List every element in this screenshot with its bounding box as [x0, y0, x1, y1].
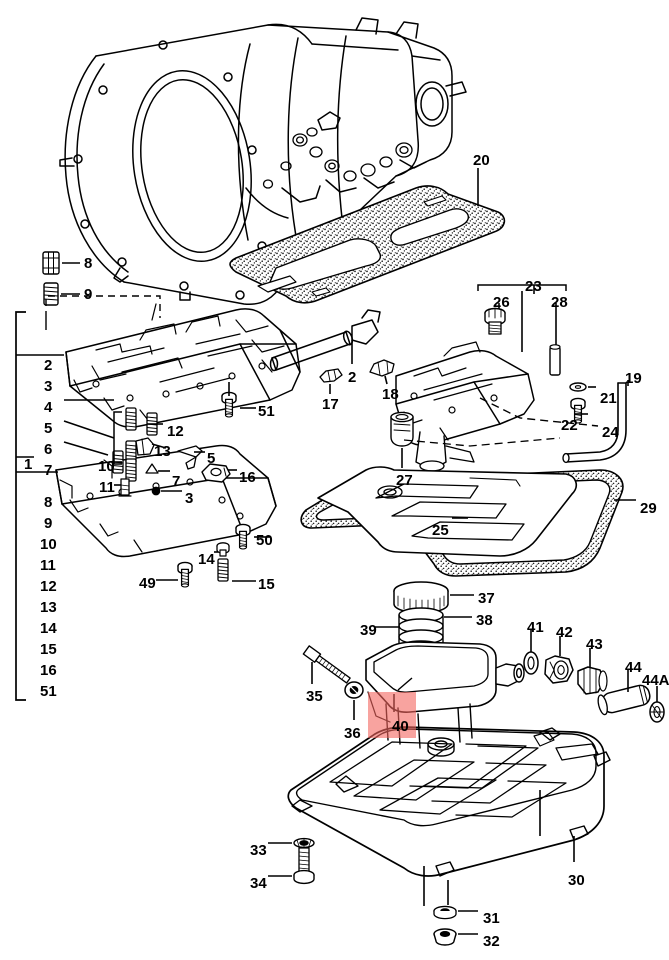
transmission-housing [59, 17, 467, 306]
callout-41: 41 [527, 619, 544, 636]
parts-41-44a [523, 651, 665, 723]
callout-9: 9 [84, 286, 93, 303]
callout-10: 10 [40, 536, 57, 553]
callout-10: 10 [98, 458, 115, 475]
callout-16: 16 [239, 469, 256, 486]
callout-23: 23 [525, 278, 542, 295]
oil-strainer [317, 466, 578, 557]
small-parts-cluster [112, 407, 231, 497]
callout-44a: 44A [642, 672, 669, 689]
callout-17: 17 [322, 396, 339, 413]
callout-27: 27 [396, 472, 413, 489]
callout-13: 13 [40, 599, 57, 616]
callout-9: 9 [44, 515, 53, 532]
callout-8: 8 [84, 255, 93, 272]
callout-5: 5 [207, 450, 216, 467]
washer-36 [344, 681, 364, 699]
part-26 [484, 307, 506, 335]
callout-4: 4 [44, 399, 53, 416]
callout-40: 40 [392, 718, 409, 735]
callout-39: 39 [360, 622, 377, 639]
callout-35: 35 [306, 688, 323, 705]
callout-2: 2 [348, 369, 357, 386]
callout-51: 51 [40, 683, 57, 700]
callout-5: 5 [44, 420, 53, 437]
callout-43: 43 [586, 636, 603, 653]
callout-19: 19 [625, 370, 642, 387]
callout-11: 11 [40, 557, 56, 574]
callout-34: 34 [250, 875, 267, 892]
parts-33-34 [293, 837, 315, 885]
support-plate-24 [395, 341, 535, 472]
callout-50: 50 [256, 532, 273, 549]
callout-12: 12 [167, 423, 184, 440]
callout-28: 28 [551, 294, 568, 311]
oil-pan-30 [287, 726, 611, 877]
callout-51: 51 [258, 403, 275, 420]
parts-8-9 [42, 251, 60, 306]
callout-30: 30 [568, 872, 585, 889]
callout-22: 22 [561, 417, 578, 434]
callout-15: 15 [40, 641, 57, 658]
callout-13: 13 [154, 443, 171, 460]
callout-6: 6 [44, 441, 53, 458]
callout-3: 3 [185, 490, 194, 507]
callout-14: 14 [40, 620, 57, 637]
callout-16: 16 [40, 662, 57, 679]
callout-25: 25 [432, 522, 449, 539]
callout-24: 24 [602, 424, 619, 441]
callout-31: 31 [483, 910, 500, 927]
callout-18: 18 [382, 386, 399, 403]
bolt-35 [302, 645, 351, 684]
callout-1: 1 [24, 456, 33, 473]
callout-37: 37 [478, 590, 495, 607]
callout-44: 44 [625, 659, 642, 676]
callout-7: 7 [44, 462, 53, 479]
parts-17-18 [319, 359, 395, 383]
callout-7: 7 [172, 473, 181, 490]
tube-19 [562, 382, 627, 464]
callout-2: 2 [44, 357, 53, 374]
callout-12: 12 [40, 578, 57, 595]
callout-14: 14 [198, 551, 215, 568]
callout-15: 15 [258, 576, 275, 593]
callout-21: 21 [600, 390, 617, 407]
callout-42: 42 [556, 624, 573, 641]
callout-11: 11 [99, 479, 115, 496]
callout-3: 3 [44, 378, 53, 395]
gasket-20 [229, 185, 506, 304]
parts-31-32 [433, 905, 457, 946]
callout-20: 20 [473, 152, 490, 169]
part-27 [390, 411, 414, 447]
callout-32: 32 [483, 933, 500, 950]
fastener-set-left [177, 391, 251, 588]
callout-38: 38 [476, 612, 493, 629]
filter-neck-assembly [365, 581, 525, 749]
selector-shaft-2 [269, 309, 381, 372]
callout-8: 8 [44, 494, 53, 511]
callout-36: 36 [344, 725, 361, 742]
callout-33: 33 [250, 842, 267, 859]
callout-49: 49 [139, 575, 156, 592]
valve-body-upper [65, 303, 301, 428]
callout-29: 29 [640, 500, 657, 517]
callout-26: 26 [493, 294, 510, 311]
part-28 [549, 344, 561, 376]
leader-lines [15, 168, 658, 935]
